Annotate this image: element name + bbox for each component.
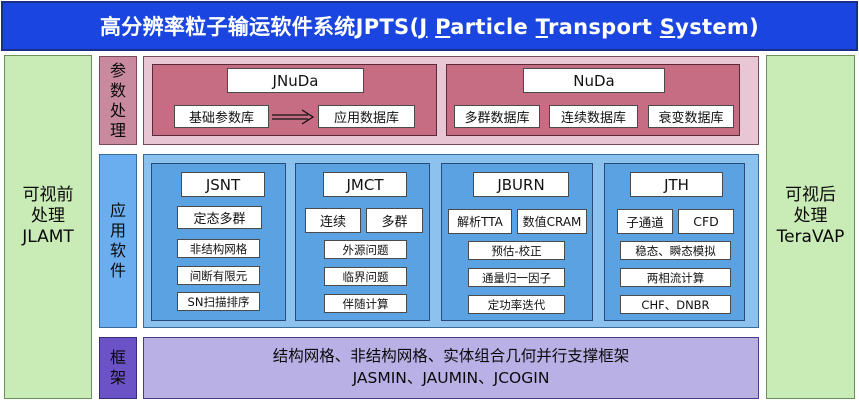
right-panel-line3: TeraVAP: [776, 227, 845, 247]
jmct-item-critical: 临界问题: [324, 267, 407, 286]
jth-item-two-phase: 两相流计算: [620, 268, 731, 287]
jnuda-item-app-db: 应用数据库: [318, 105, 415, 128]
title-word-ransport: ransport: [547, 15, 660, 39]
jth-top-cfd: CFD: [678, 209, 734, 234]
title-word-article: article: [450, 15, 536, 39]
section-label-app: 应 用 软 件: [99, 154, 137, 328]
framework-line1: 结构网格、非结构网格、实体组合几何并行支撑框架: [272, 347, 630, 365]
nuda-title: NuDa: [523, 68, 665, 93]
jsnt-item-dg: 间断有限元: [177, 266, 260, 285]
left-panel-line2: 处理: [31, 206, 65, 226]
nuda-item-decay-db: 衰变数据库: [648, 105, 734, 128]
jth-top-subchannel: 子通道: [617, 209, 673, 234]
jmct-item-source: 外源问题: [324, 240, 407, 259]
jsnt-title: JSNT: [181, 172, 265, 197]
jburn-item-flux-normalization: 通量归一因子: [468, 268, 565, 287]
left-panel-line3: JLAMT: [22, 227, 74, 247]
jsnt-item-unstructured-mesh: 非结构网格: [177, 239, 260, 258]
title-initial-j: J: [419, 15, 428, 39]
jth-item-chf-dnbr: CHF、DNBR: [620, 295, 731, 314]
jth-title: JTH: [630, 172, 723, 197]
nuda-item-multigroup-db: 多群数据库: [454, 105, 540, 128]
title-initial-t: T: [535, 15, 548, 39]
jburn-item-constant-power: 定功率迭代: [468, 295, 565, 314]
jth-item-steady-transient: 稳态、瞬态模拟: [620, 241, 731, 260]
nuda-item-continuous-db: 连续数据库: [549, 105, 638, 128]
title-initial-s: S: [659, 15, 676, 39]
arrow-right-icon: [272, 109, 315, 125]
jburn-top-tta: 解析TTA: [448, 209, 512, 234]
jnuda-title: JNuDa: [227, 68, 364, 93]
jmct-item-adjoint: 伴随计算: [324, 294, 407, 313]
title-text: 高分辨率粒子输运软件系统JPTS(J Particle Transport Sy…: [100, 11, 759, 41]
right-panel-postprocess: 可视后 处理 TeraVAP: [766, 55, 855, 399]
title-initial-p: P: [435, 15, 451, 39]
title-prefix: 高分辨率粒子输运软件系统JPTS(: [100, 15, 420, 39]
framework-line2: JASMIN、JAUMIN、JCOGIN: [352, 369, 550, 387]
jmct-top-continuous: 连续: [305, 208, 361, 233]
jmct-title: JMCT: [323, 172, 407, 197]
jburn-top-cram: 数值CRAM: [517, 209, 587, 234]
jburn-title: JBURN: [473, 172, 569, 197]
right-panel-line2: 处理: [793, 206, 828, 226]
left-panel-line1: 可视前: [22, 185, 74, 205]
jnuda-item-base-params: 基础参数库: [174, 105, 269, 128]
jsnt-item-steady-multigroup: 定态多群: [177, 206, 262, 229]
right-panel-line1: 可视后: [785, 185, 836, 205]
jburn-item-predictor-corrector: 预估-校正: [468, 241, 565, 260]
section-label-param: 参 数 处 理: [99, 56, 137, 145]
framework-section: 结构网格、非结构网格、实体组合几何并行支撑框架 JASMIN、JAUMIN、JC…: [143, 337, 759, 399]
left-panel-preprocess: 可视前 处理 JLAMT: [4, 55, 92, 399]
title-word-ystem: ystem): [675, 15, 759, 39]
jsnt-item-sn-sweep: SN扫描排序: [177, 292, 260, 311]
section-label-frame: 框 架: [99, 337, 137, 399]
title-bar: 高分辨率粒子输运软件系统JPTS(J Particle Transport Sy…: [1, 1, 858, 51]
jmct-top-multigroup: 多群: [366, 208, 423, 233]
